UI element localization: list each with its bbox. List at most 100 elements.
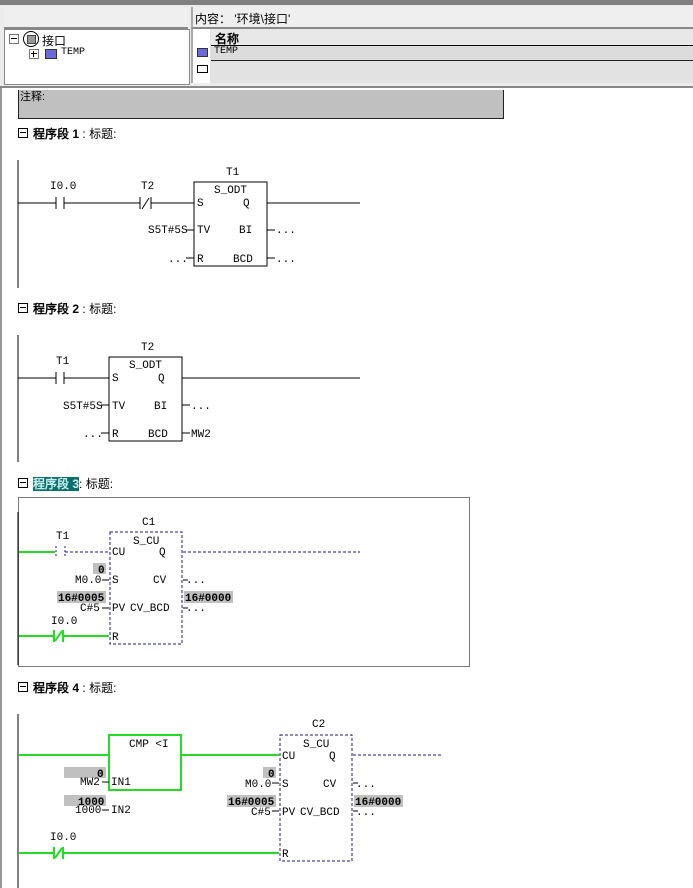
pin-value[interactable]: S5T#5S (63, 401, 103, 413)
pin-label: BCD (148, 429, 168, 441)
contact-nc[interactable]: T2 (139, 181, 154, 210)
network-sep: : (82, 681, 86, 695)
interface-tree: 接口 TEMP (4, 29, 190, 85)
pin-value[interactable]: ... (276, 254, 296, 266)
contact-no[interactable]: I0.0 (50, 181, 76, 209)
network-sep: : (82, 127, 86, 141)
pin-label: CV (153, 575, 167, 587)
block-comment-field[interactable]: 注释: (18, 90, 504, 119)
contact-label: T1 (56, 531, 70, 543)
network-title-1[interactable]: 程序段 1 : 标题: (18, 125, 116, 142)
contact-no[interactable]: T1 (55, 531, 70, 558)
pin-value[interactable]: ... (83, 429, 103, 441)
counter-block-c2[interactable]: C2 S_CU CU S PV R Q CV CV_BCD (279, 719, 353, 862)
status-value: 16#0000 (355, 797, 401, 809)
contact-nc[interactable] (53, 847, 64, 859)
network-2: T1 T2 S_ODT S TV R Q BI BCD S5T#5S ... .… (17, 335, 360, 462)
pin-label: S (112, 373, 119, 385)
status-value: 0 (268, 769, 275, 781)
interface-panel: 接口 TEMP 内容： '环境\接口' 名称 TEMP (0, 5, 693, 88)
contact-nc[interactable] (53, 630, 64, 642)
block-name: C1 (142, 517, 156, 529)
block-type: S_CU (133, 536, 159, 548)
tree-node-label: 接口 (42, 34, 67, 48)
pin-label: Q (243, 198, 250, 210)
status-value-bg (184, 591, 233, 603)
table-row[interactable]: TEMP (211, 46, 693, 61)
pin-value[interactable]: S5T#5S (148, 225, 188, 237)
status-value: 16#0000 (185, 593, 231, 605)
editor-left-border (0, 88, 2, 888)
network-title-text: 标题: (89, 302, 117, 316)
compare-block-cmp-lt-i[interactable]: CMP <I IN1 IN2 (108, 734, 182, 817)
network-number: 4 (72, 681, 80, 695)
timer-block-t2[interactable]: T2 S_ODT S TV R Q BI BCD (108, 342, 183, 442)
pin-value[interactable]: ... (356, 807, 376, 819)
expand-icon[interactable] (29, 49, 39, 59)
status-value: 16#0005 (228, 797, 275, 809)
timer-block-t1[interactable]: T1 S_ODT S TV R Q BI BCD (193, 167, 268, 267)
network-title-3[interactable]: 程序段 3: 标题: (18, 475, 113, 492)
pin-label: TV (112, 401, 126, 413)
pin-label: S (197, 198, 204, 210)
pin-label: Q (158, 373, 165, 385)
collapse-icon[interactable] (9, 34, 19, 44)
collapse-icon[interactable] (18, 682, 28, 692)
status-value-bg (64, 795, 106, 806)
pin-value[interactable]: C#5 (251, 807, 271, 819)
pin-label: CV_BCD (130, 603, 170, 615)
collapse-icon[interactable] (18, 128, 28, 138)
pin-value[interactable]: MW2 (191, 429, 211, 441)
block-type: S_ODT (214, 185, 247, 197)
network-number: 3 (72, 477, 80, 491)
content-header: 内容： '环境\接口' (191, 7, 693, 29)
contact-label: T2 (141, 181, 154, 193)
pin-value[interactable]: 1000 (75, 805, 101, 817)
content-path: 内容： '环境\接口' (195, 12, 291, 26)
collapse-icon[interactable] (18, 303, 28, 313)
status-value-bg (64, 767, 106, 778)
pin-label: PV (112, 603, 126, 615)
pin-value[interactable]: ... (186, 603, 206, 615)
contact-no[interactable]: T1 (55, 356, 70, 384)
network-number: 1 (72, 127, 80, 141)
row-icon-column (193, 29, 210, 83)
contact-label: I0.0 (50, 181, 76, 193)
window-top-border (0, 0, 693, 5)
status-value-bg (57, 591, 106, 603)
contact-label: I0.0 (51, 616, 77, 628)
pin-label: PV (282, 807, 296, 819)
status-value-bg (93, 563, 106, 574)
pin-value[interactable]: ... (356, 779, 376, 791)
pin-value[interactable]: ... (168, 254, 188, 266)
pin-value[interactable]: ... (186, 575, 206, 587)
new-row-icon[interactable] (197, 65, 208, 73)
status-value-bg (263, 767, 276, 778)
collapse-icon[interactable] (18, 478, 28, 488)
pin-value[interactable]: C#5 (80, 603, 100, 615)
network-title-2[interactable]: 程序段 2 : 标题: (18, 300, 116, 317)
network-4: CMP <I IN1 IN2 0 MW2 1000 1000 I0.0 C2 S… (17, 714, 443, 888)
network-title-text: 标题: (85, 477, 114, 491)
pin-label: CV (323, 779, 337, 791)
pin-label: BI (239, 225, 252, 237)
block-type: CMP <I (129, 739, 169, 751)
network-title-4[interactable]: 程序段 4 : 标题: (18, 679, 116, 696)
pin-value[interactable]: ... (191, 401, 211, 413)
network-prefix: 程序段 (33, 477, 70, 491)
status-value: 1000 (78, 797, 104, 809)
pin-label: Q (329, 751, 336, 763)
row-name: TEMP (214, 46, 239, 57)
pin-value[interactable]: M0.0 (75, 575, 101, 587)
pin-value[interactable]: MW2 (80, 777, 100, 789)
pin-label: S (282, 779, 289, 791)
counter-block-c1[interactable]: C1 S_CU CU S PV R Q CV CV_BCD (109, 517, 183, 645)
status-value-bg (354, 795, 403, 807)
status-value-bg (227, 795, 276, 807)
block-name: T1 (226, 167, 240, 179)
pin-value[interactable]: ... (276, 225, 296, 237)
contact-label: T1 (56, 356, 70, 368)
pin-value[interactable]: M0.0 (245, 779, 271, 791)
network-title-text: 标题: (89, 127, 117, 141)
